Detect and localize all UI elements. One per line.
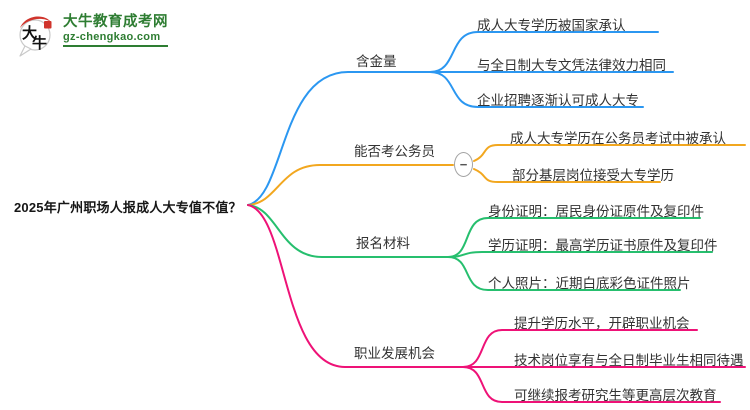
connector-branch-zhiye [247,204,746,403]
leaf-node: 与全日制大专文凭法律效力相同 [477,58,666,73]
branch-label-zhiye: 职业发展机会 [354,346,435,361]
leaf-node: 个人照片：近期白底彩色证件照片 [488,276,691,291]
leaf-node: 可继续报考研究生等更高层次教育 [514,388,717,403]
logo-char-niu: 牛 [32,34,47,52]
leaf-node: 身份证明：居民身份证原件及复印件 [488,204,704,219]
leaf-node: 学历证明：最高学历证书原件及复印件 [488,238,718,253]
site-url: gz-chengkao.com [63,31,168,47]
leaf-node: 企业招聘逐渐认可成人大专 [477,93,639,108]
logo-text-block: 大牛教育成考网 gz-chengkao.com [63,11,168,47]
leaf-node: 成人大专学历在公务员考试中被承认 [510,131,726,146]
branch-label-baoming: 报名材料 [356,236,410,251]
logo-icon: 大 牛 [19,16,52,57]
collapse-toggle[interactable]: − [454,152,473,177]
site-name: 大牛教育成考网 [63,14,168,30]
central-topic: 2025年广州职场人报成人大专值不值？ [14,200,242,215]
leaf-node: 技术岗位享有与全日制毕业生相同待遇 [514,353,744,368]
branch-label-gongwuyuan: 能否考公务员 [354,144,435,159]
branch-label-hanjinliang: 含金量 [356,54,397,69]
logo-char-da: 大 [22,24,37,42]
connector-branch-hanjinliang [247,31,674,206]
connector-branch-baoming [247,204,713,291]
site-logo[interactable]: 大 牛 大牛教育成考网 gz-chengkao.com [14,11,168,59]
leaf-node: 提升学历水平，开辟职业机会 [514,316,690,331]
leaf-node: 部分基层岗位接受大专学历 [512,168,674,183]
leaf-node: 成人大专学历被国家承认 [477,18,626,33]
connector-branch-gongwuyuan [247,144,746,206]
minus-icon: − [459,157,468,172]
